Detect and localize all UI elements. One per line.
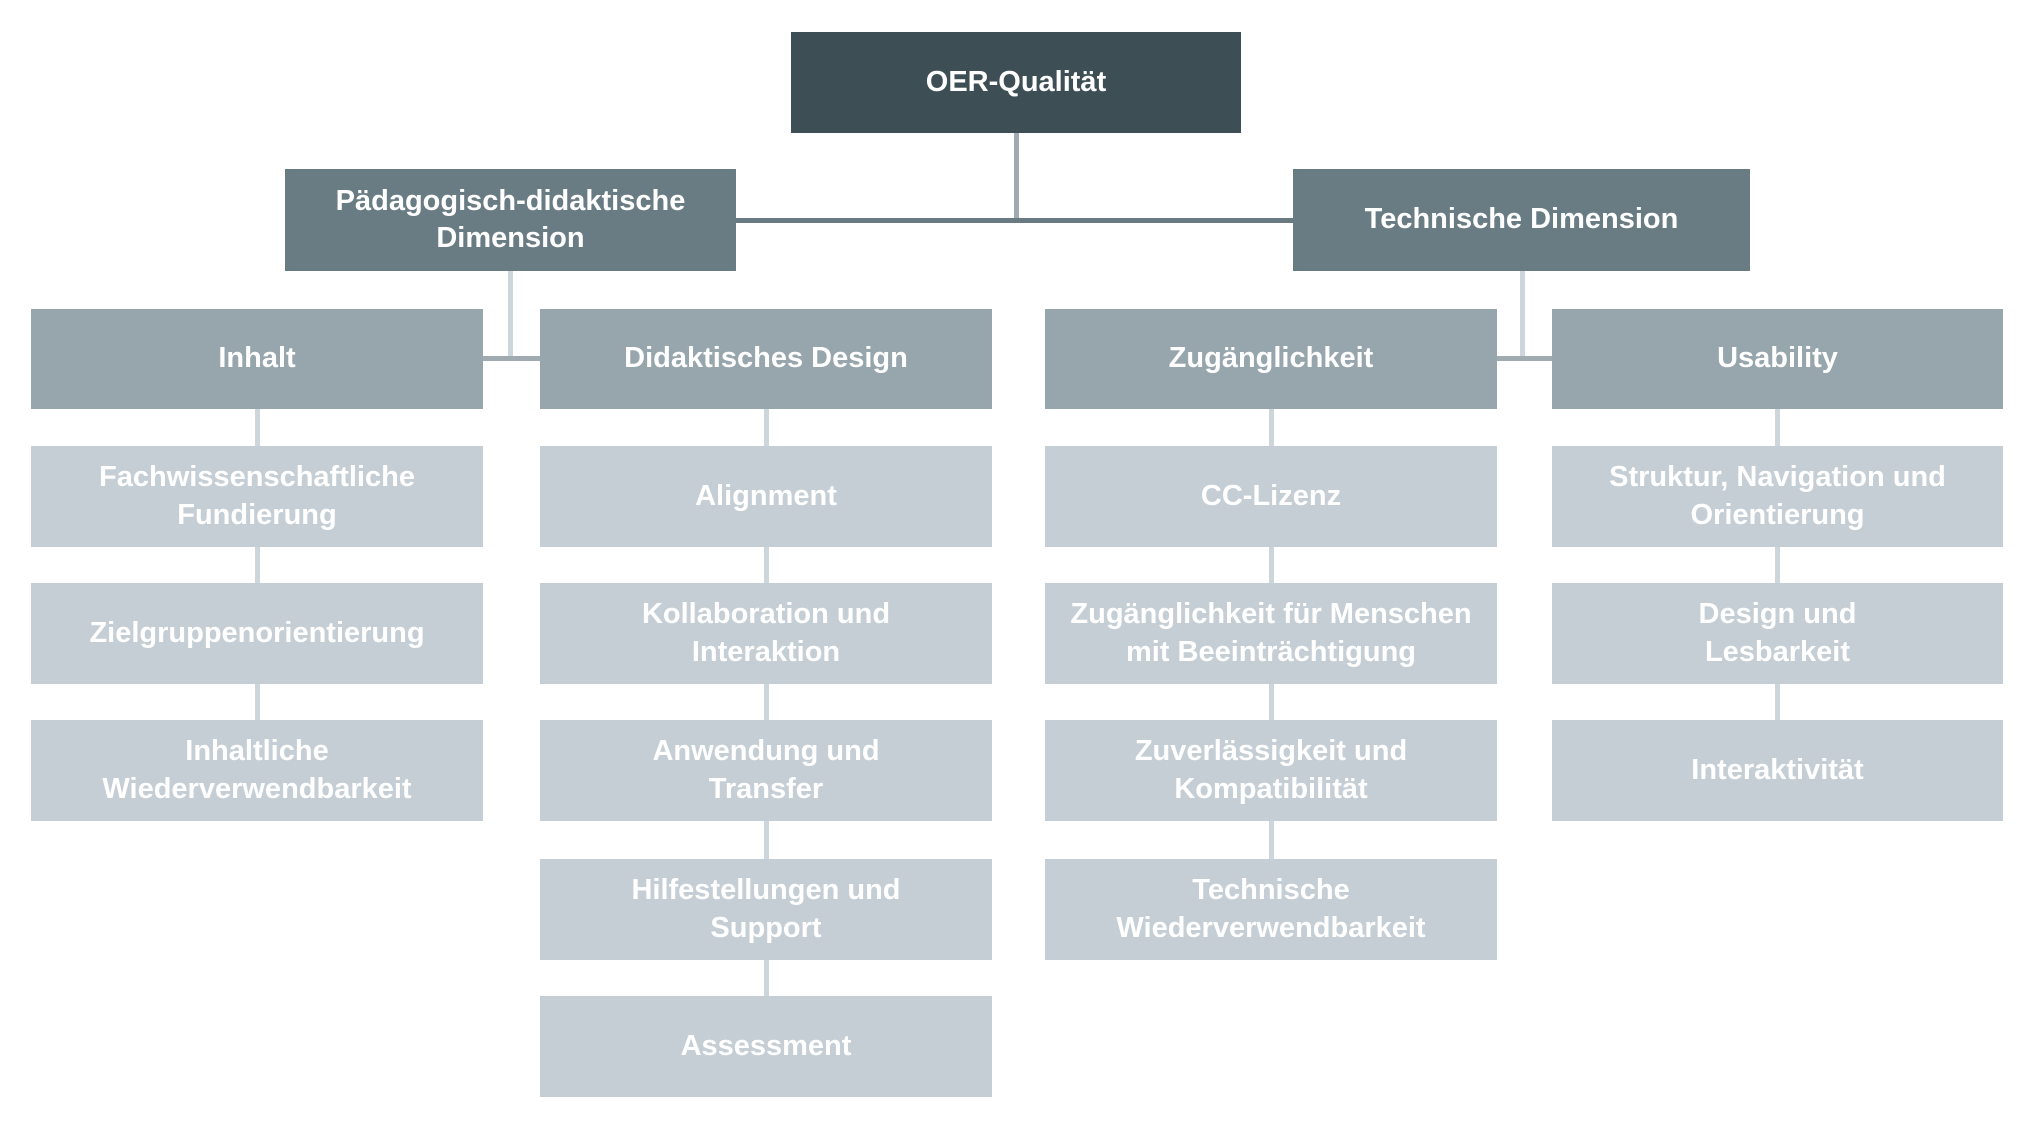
root-node-label: OER-Qualität [925, 65, 1107, 98]
connector-technisch-bar [1496, 356, 1552, 361]
dimension-node-label: Pädagogisch-didaktische Dimension [335, 184, 686, 254]
item-node: Anwendung und Transfer [540, 720, 992, 821]
connector-technisch-stem [1520, 271, 1525, 357]
connector-stub [255, 409, 260, 446]
item-node: Zuverlässigkeit und Kompatibilität [1045, 720, 1497, 821]
item-node: CC-Lizenz [1045, 446, 1497, 547]
item-node-label: Hilfestellungen und Support [631, 874, 901, 944]
connector-stub [255, 684, 260, 720]
item-node-label: Design und Lesbarkeit [1698, 598, 1857, 668]
connector-stub [1775, 684, 1780, 720]
connector-stub [764, 547, 769, 583]
connector-root-stem [1014, 133, 1019, 221]
connector-stub [255, 547, 260, 583]
item-node-label: Alignment [695, 479, 837, 512]
connector-paedagogisch-bar [483, 356, 540, 361]
category-header-label: Inhalt [218, 342, 296, 375]
item-node-label: CC-Lizenz [1200, 479, 1342, 512]
root-node-oer-qualitaet: OER-Qualität [791, 32, 1241, 133]
connector-stub [1775, 409, 1780, 446]
item-node-label: Inhaltliche Wiederverwendbarkeit [102, 735, 412, 805]
connector-stub [764, 409, 769, 446]
item-node: Technische Wiederverwendbarkeit [1045, 859, 1497, 960]
connector-stub [764, 684, 769, 720]
category-header-label: Usability [1717, 342, 1838, 375]
item-node-label: Fachwissenschaftliche Fundierung [99, 461, 415, 531]
connector-stub [1269, 684, 1274, 720]
connector-stub [1269, 821, 1274, 859]
item-node-label: Technische Wiederverwendbarkeit [1116, 874, 1426, 944]
item-node: Hilfestellungen und Support [540, 859, 992, 960]
item-node-label: Zugänglichkeit für Menschen mit Beeinträ… [1070, 598, 1472, 668]
item-node-label: Assessment [680, 1029, 852, 1062]
category-header-usability: Usability [1552, 309, 2003, 409]
item-node: Struktur, Navigation und Orientierung [1552, 446, 2003, 547]
item-node-label: Zuverlässigkeit und Kompatibilität [1134, 735, 1408, 805]
dimension-node-paedagogisch: Pädagogisch-didaktische Dimension [285, 169, 736, 271]
item-node: Assessment [540, 996, 992, 1097]
connector-stub [1269, 409, 1274, 446]
item-node: Design und Lesbarkeit [1552, 583, 2003, 684]
item-node: Interaktivität [1552, 720, 2003, 821]
connector-stub [764, 960, 769, 996]
category-header-label: Didaktisches Design [624, 342, 908, 375]
item-node: Fachwissenschaftliche Fundierung [31, 446, 483, 547]
item-node: Kollaboration und Interaktion [540, 583, 992, 684]
item-node-label: Kollaboration und Interaktion [641, 598, 891, 668]
dimension-node-technisch: Technische Dimension [1293, 169, 1750, 271]
item-node-label: Interaktivität [1691, 753, 1864, 786]
category-header-zugaenglichkeit: Zugänglichkeit [1045, 309, 1497, 409]
connector-paedagogisch-stem [508, 271, 513, 357]
item-node: Inhaltliche Wiederverwendbarkeit [31, 720, 483, 821]
item-node: Zugänglichkeit für Menschen mit Beeinträ… [1045, 583, 1497, 684]
category-header-label: Zugänglichkeit [1168, 342, 1374, 375]
category-header-didaktisches-design: Didaktisches Design [540, 309, 992, 409]
item-node-label: Zielgruppenorientierung [89, 616, 425, 649]
connector-root-bar [736, 218, 1293, 223]
category-header-inhalt: Inhalt [31, 309, 483, 409]
item-node: Zielgruppenorientierung [31, 583, 483, 684]
connector-stub [764, 821, 769, 859]
connector-stub [1775, 547, 1780, 583]
dimension-node-label: Technische Dimension [1364, 203, 1679, 236]
connector-stub [1269, 547, 1274, 583]
item-node: Alignment [540, 446, 992, 547]
item-node-label: Struktur, Navigation und Orientierung [1609, 461, 1946, 531]
item-node-label: Anwendung und Transfer [652, 735, 880, 805]
